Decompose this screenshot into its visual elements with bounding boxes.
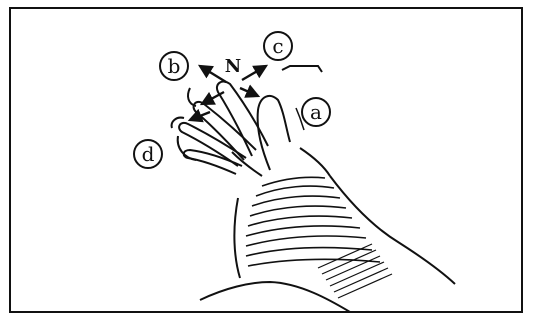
cuff-hatching	[318, 244, 392, 298]
svg-text:c: c	[272, 34, 283, 58]
bracket-a	[282, 66, 322, 72]
arrow-a	[240, 88, 258, 96]
glove-cuff	[246, 177, 380, 266]
label-b: b	[160, 52, 188, 80]
label-n: N	[225, 56, 241, 77]
label-a: a	[302, 98, 330, 126]
svg-text:b: b	[168, 54, 181, 78]
arrow-c	[242, 66, 266, 80]
bracket-d-lower	[178, 136, 196, 160]
svg-text:d: d	[142, 142, 155, 166]
arrow-d-lower	[190, 112, 210, 120]
label-d: d	[134, 140, 162, 168]
palm	[232, 148, 330, 176]
arrow-b	[200, 66, 226, 82]
svg-text:a: a	[310, 100, 322, 124]
label-c: c	[264, 32, 292, 60]
ring-finger	[179, 123, 246, 166]
thumb	[258, 96, 290, 170]
